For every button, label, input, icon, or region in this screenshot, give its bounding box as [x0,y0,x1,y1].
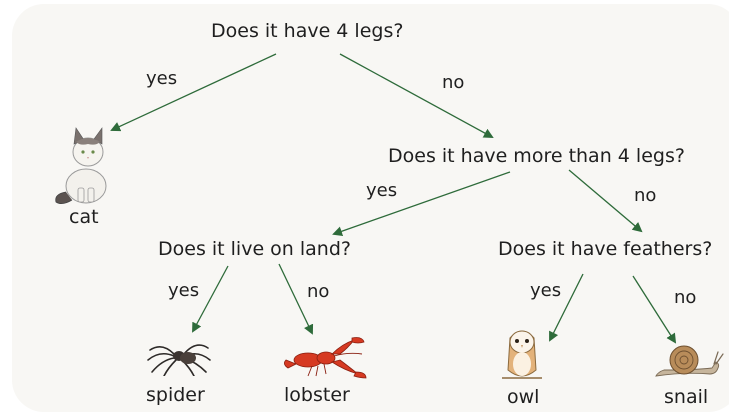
animal-label-cat: cat [69,206,99,228]
arrow-q4-yes [549,273,584,342]
answer-q2-yes: yes [366,180,398,201]
answer-q2-no: no [634,185,657,206]
question-4-legs: Does it have 4 legs? [211,20,404,42]
arrow-q4-no [632,275,677,344]
question-live-on-land: Does it live on land? [158,238,351,260]
arrow-q2-yes [332,171,511,237]
answer-q3-no: no [307,281,330,302]
cat-icon [55,127,107,204]
animal-label-lobster: lobster [284,384,350,406]
snail-icon [655,345,724,377]
answer-q1-no: no [442,72,465,93]
arrow-q3-no [278,263,314,335]
owl-icon [502,330,542,379]
question-feathers: Does it have feathers? [498,238,713,260]
animal-label-snail: snail [664,386,709,408]
arrow-q1-no [339,53,494,138]
answer-q4-no: no [674,287,697,308]
spider-icon [147,344,211,376]
lobster-icon [284,337,367,379]
answer-q3-yes: yes [168,280,200,301]
answer-q1-yes: yes [146,68,178,89]
arrow-q3-yes [192,265,229,333]
animal-label-owl: owl [507,386,540,408]
answer-q4-yes: yes [530,280,562,301]
animal-label-spider: spider [146,384,205,406]
arrow-q2-no [568,169,643,233]
diagram-card [12,4,729,412]
arrow-q1-yes [110,53,277,132]
question-more-than-4-legs: Does it have more than 4 legs? [388,145,685,167]
